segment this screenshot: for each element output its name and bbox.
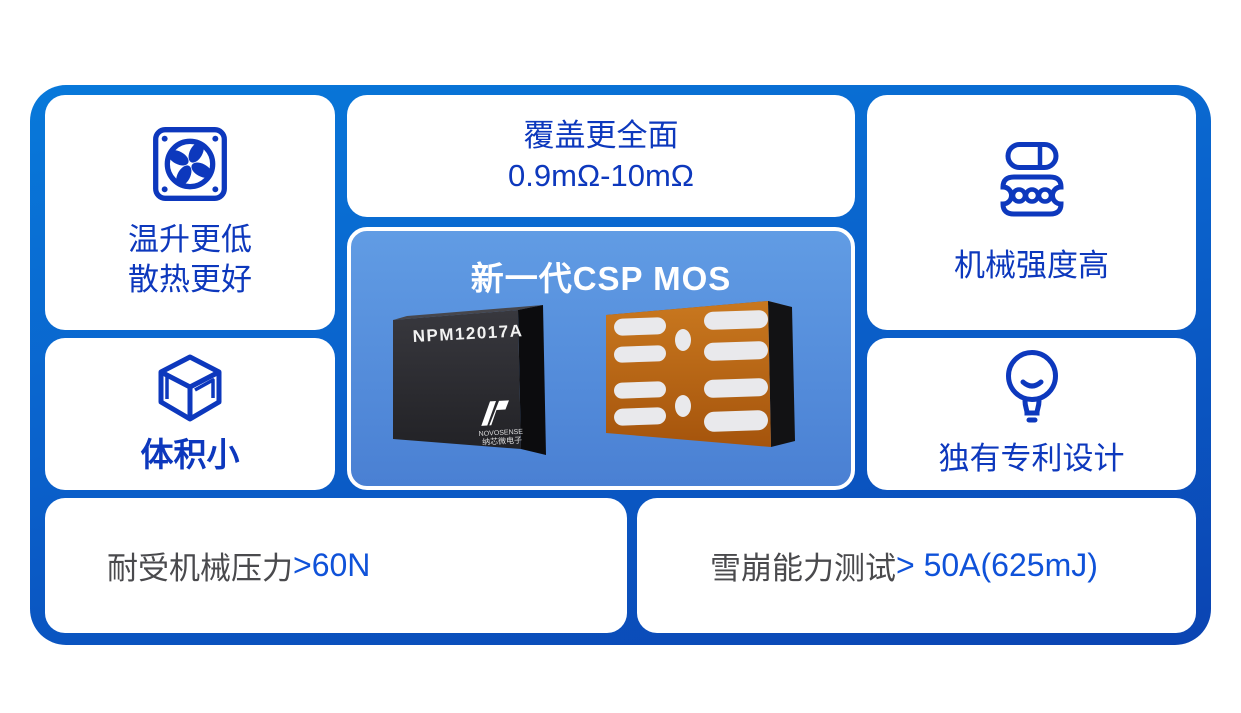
feature-card-thermal: 温升更低 散热更好 — [45, 95, 335, 330]
cube-icon — [158, 354, 222, 422]
patent-label: 独有专利设计 — [938, 441, 1125, 477]
component-icon — [999, 141, 1064, 217]
pressure-value: >60N — [293, 547, 371, 583]
coverage-text: 覆盖更全面 0.9mΩ-10mΩ — [508, 116, 694, 195]
chip-brand-cn: 纳芯微电子 — [482, 435, 522, 447]
product-card: 新一代CSP MOS NPM12017A NOVOSENSE 纳芯 — [347, 227, 855, 490]
feature-card-mechanical: 机械强度高 — [867, 95, 1196, 330]
coverage-line-2: 0.9mΩ-10mΩ — [508, 158, 694, 193]
chip-brand-en: NOVOSENSE — [479, 429, 524, 438]
avalanche-value: > 50A(625mJ) — [896, 547, 1098, 583]
volume-label: 体积小 — [140, 435, 240, 473]
chip-bottom-view — [606, 301, 795, 447]
chip-top-view: NPM12017A NOVOSENSE 纳芯微电子 — [393, 305, 546, 455]
mechanical-label: 机械强度高 — [954, 247, 1109, 283]
feature-card-volume: 体积小 — [45, 338, 335, 490]
coverage-line-1: 覆盖更全面 — [523, 118, 679, 154]
thermal-line-2: 散热更好 — [128, 261, 252, 297]
avalanche-label: 雪崩能力测试 — [710, 551, 896, 586]
pressure-label: 耐受机械压力 — [107, 551, 293, 586]
bulb-icon — [1005, 350, 1058, 423]
thermal-line-1: 温升更低 — [128, 221, 252, 257]
spec-card-avalanche: 雪崩能力测试 > 50A(625mJ) — [637, 498, 1196, 633]
feature-card-coverage: 覆盖更全面 0.9mΩ-10mΩ — [347, 95, 855, 217]
feature-card-patent: 独有专利设计 — [867, 338, 1196, 490]
thermal-text: 温升更低 散热更好 — [128, 220, 252, 299]
spec-card-pressure: 耐受机械压力 >60N — [45, 498, 627, 633]
product-title: 新一代CSP MOS — [470, 260, 732, 297]
fan-icon — [153, 126, 227, 201]
blue-panel: 温升更低 散热更好 覆盖更全面 0.9mΩ-10mΩ 机械强度高 — [30, 85, 1211, 645]
